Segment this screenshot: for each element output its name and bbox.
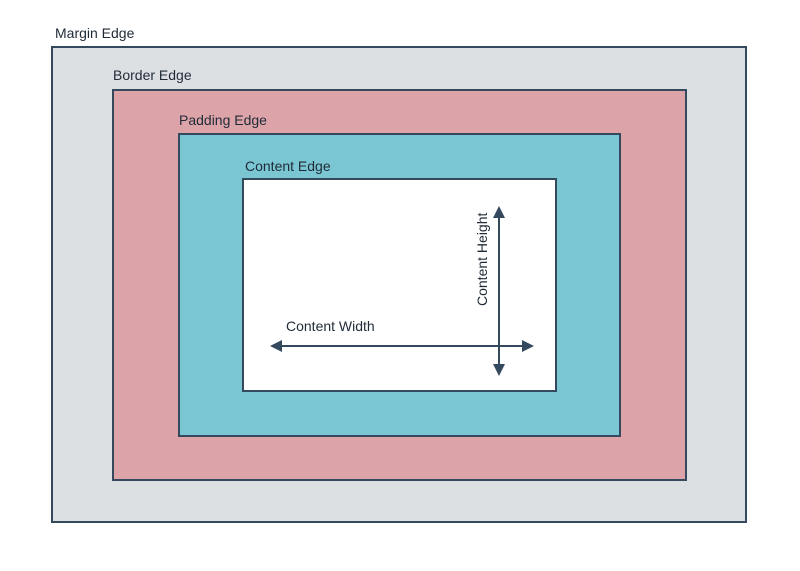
content-width-arrow xyxy=(270,340,534,352)
content-edge-label: Content Edge xyxy=(245,158,331,174)
arrow-down-icon xyxy=(493,364,505,376)
content-width-label: Content Width xyxy=(286,318,375,334)
arrow-left-icon xyxy=(270,340,282,352)
content-area xyxy=(242,178,557,392)
content-height-arrow xyxy=(493,206,505,376)
arrow-right-icon xyxy=(522,340,534,352)
content-height-label: Content Height xyxy=(474,212,490,306)
border-edge-label: Border Edge xyxy=(113,67,192,83)
padding-edge-label: Padding Edge xyxy=(179,112,267,128)
margin-edge-label: Margin Edge xyxy=(55,25,135,41)
arrow-up-icon xyxy=(493,206,505,218)
